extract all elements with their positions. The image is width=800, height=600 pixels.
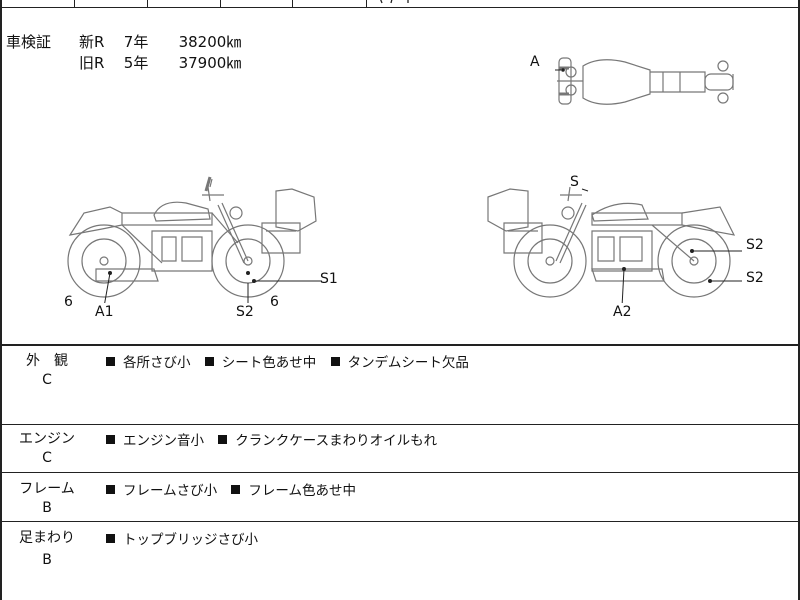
- note-item: エンジン音小: [106, 429, 204, 449]
- section-engine: エンジン C エンジン音小 クランクケースまわりオイルもれ: [2, 425, 798, 473]
- header-bottom-line: [0, 7, 800, 8]
- section-notes: フレームさび小 フレーム色あせ中: [106, 479, 366, 499]
- vehicle-inspection-label: 車検証: [6, 33, 52, 51]
- section-grade: B: [42, 552, 52, 568]
- right-view-tag-s2-lower: S2: [746, 270, 764, 286]
- inspection-years: 7年: [123, 33, 149, 51]
- left-view-tag-s1: S1: [320, 271, 338, 287]
- note-item: フレームさび小: [106, 479, 217, 499]
- left-view-tag-a1: A1: [95, 304, 114, 320]
- note-item: トップブリッジさび小: [106, 528, 258, 548]
- right-view-tag-s2-upper: S2: [746, 237, 764, 253]
- header-table-strip: [0, 0, 800, 8]
- section-notes: トップブリッジさび小: [106, 528, 268, 548]
- note-item: クランクケースまわりオイルもれ: [218, 429, 437, 449]
- bullet-square-icon: [106, 435, 115, 444]
- note-item: タンデムシート欠品: [330, 351, 469, 371]
- right-view-tag-a2: A2: [613, 304, 632, 320]
- section-exterior: 外 観 C 各所さび小 シート色あせ中 タンデムシート欠品: [2, 344, 798, 425]
- bullet-square-icon: [106, 534, 115, 543]
- sheet-right-border: [798, 0, 800, 600]
- motorcycle-left-side-view: [67, 176, 322, 303]
- header-cell-divider: [292, 0, 293, 7]
- inspection-type: 新R: [79, 33, 105, 51]
- inspection-years: 5年: [123, 54, 149, 72]
- bullet-square-icon: [106, 485, 115, 494]
- inspection-row-new: 新R 7年 38200㎞: [79, 32, 241, 53]
- cropped-header-text: [380, 0, 409, 4]
- inspection-mileage: 38200㎞: [178, 33, 242, 51]
- section-notes: 各所さび小 シート色あせ中 タンデムシート欠品: [106, 351, 479, 371]
- section-notes: エンジン音小 クランクケースまわりオイルもれ: [106, 429, 447, 449]
- damage-diagram-area: 車検証 新R 7年 38200㎞ 旧R 5年 37900㎞: [2, 8, 798, 346]
- note-item: シート色あせ中: [204, 351, 316, 371]
- section-grade: B: [42, 500, 52, 516]
- inspection-row-old: 旧R 5年 37900㎞: [79, 53, 241, 74]
- bullet-square-icon: [218, 435, 228, 444]
- section-frame: フレーム B フレームさび小 フレーム色あせ中: [2, 473, 798, 522]
- sheet-left-border: [0, 0, 2, 600]
- bullet-square-icon: [231, 485, 241, 494]
- bullet-square-icon: [204, 357, 214, 366]
- inspection-type: 旧R: [79, 54, 105, 72]
- header-cell-divider: [220, 0, 221, 7]
- left-view-tag-s2: S2: [236, 304, 254, 320]
- inspection-mileage: 37900㎞: [178, 54, 242, 72]
- section-category: フレーム: [19, 481, 75, 497]
- section-category: 外 観: [26, 353, 68, 369]
- section-category: 足まわり: [19, 530, 75, 546]
- section-category: エンジン: [19, 431, 75, 447]
- section-grade: C: [42, 372, 52, 388]
- left-view-tag-6: 6: [64, 294, 73, 310]
- section-grade: C: [42, 450, 52, 466]
- motorcycle-top-view: [555, 57, 734, 105]
- header-cell-divider: [366, 0, 367, 7]
- note-item: 各所さび小: [106, 351, 191, 371]
- right-view-tag-s: S: [570, 174, 579, 190]
- left-view-tag-6-right: 6: [270, 294, 279, 310]
- header-cell-divider: [147, 0, 148, 7]
- bullet-square-icon: [330, 357, 340, 366]
- note-item: フレーム色あせ中: [231, 479, 356, 499]
- bullet-square-icon: [106, 357, 115, 366]
- section-suspension: 足まわり B トップブリッジさび小: [2, 522, 798, 600]
- motorcycle-right-side-view: [487, 186, 742, 303]
- header-cell-divider: [74, 0, 75, 7]
- top-view-tag-a: A: [530, 54, 540, 70]
